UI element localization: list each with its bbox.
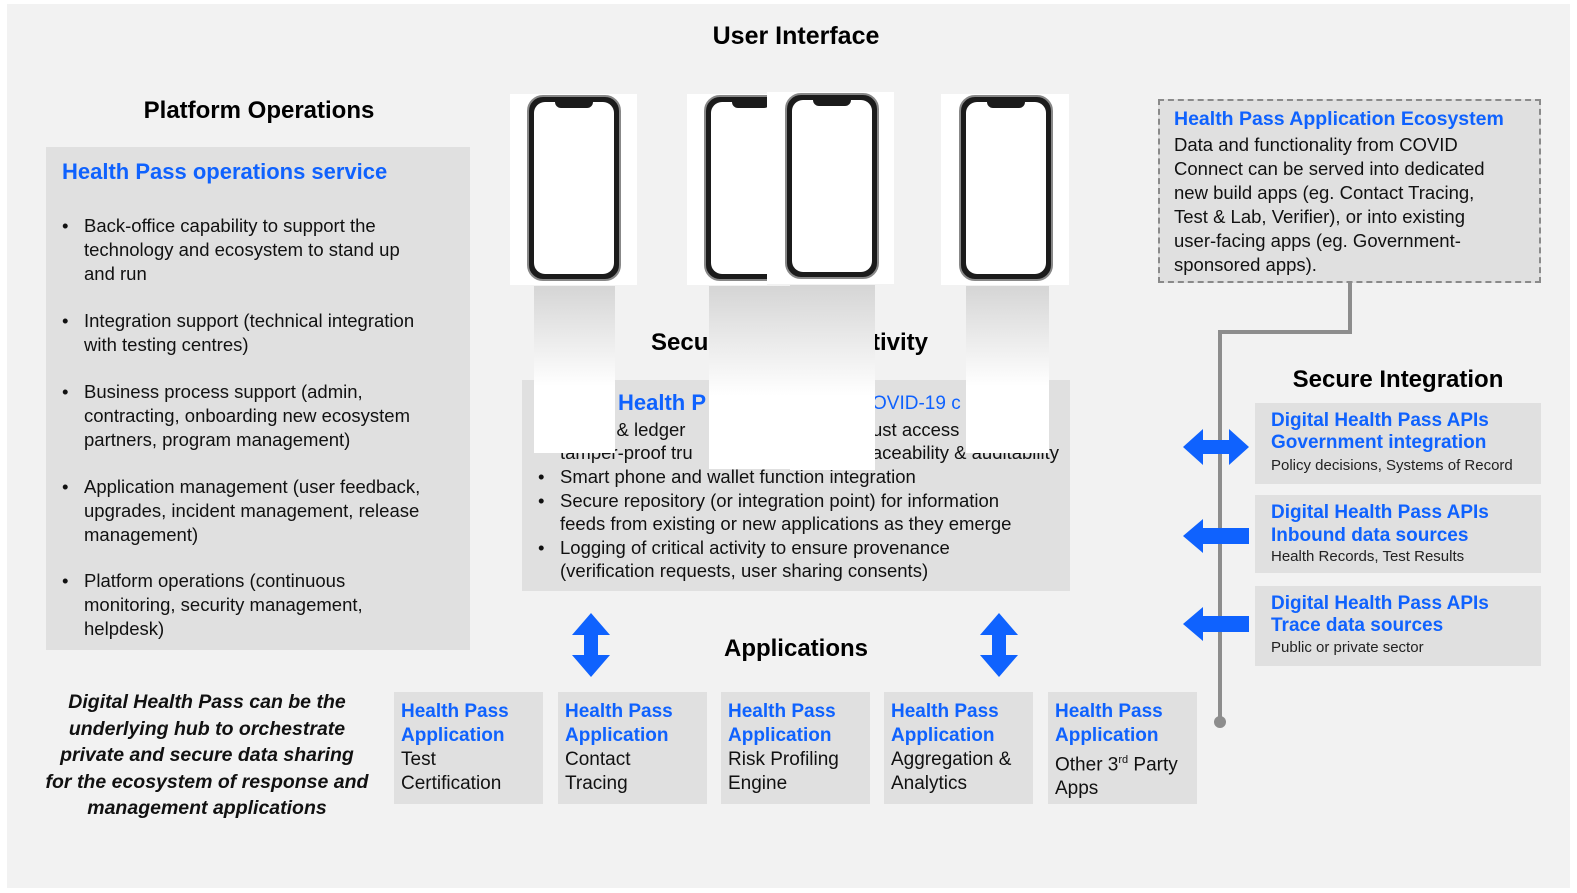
integration-connector — [1214, 283, 1352, 728]
integration-box: Digital Health Pass APIs Trace data sour… — [1255, 586, 1541, 666]
phone-reflection — [534, 286, 615, 453]
ecosystem-title: Health Pass Application Ecosystem — [1174, 108, 1504, 130]
phone-reflection — [790, 285, 875, 470]
operations-item: Back-office capability to support thetec… — [46, 214, 470, 309]
application-box: Health Pass Application Aggregation & An… — [884, 692, 1033, 804]
connectivity-box-title-right: OVID-19 c — [872, 393, 961, 414]
operations-service-title: Health Pass operations service — [62, 159, 388, 184]
secure-connectivity-heading-left: Secu — [651, 329, 709, 356]
arrow-left-icon — [1183, 519, 1249, 553]
integration-box: Digital Health Pass APIs Inbound data so… — [1255, 495, 1541, 573]
operations-item: Application management (user feedback,up… — [46, 475, 470, 569]
operations-item: Platform operations (continuousmonitorin… — [46, 569, 470, 641]
double-arrow-vertical-icon — [980, 613, 1018, 677]
application-box: Health Pass Application Contact Tracing — [558, 692, 707, 804]
connectivity-item: Logging of critical activity to ensure p… — [522, 536, 1070, 583]
connectivity-item: Smart phone and wallet function integrat… — [522, 465, 1070, 489]
secure-integration-heading: Secure Integration — [1292, 366, 1504, 393]
double-arrow-vertical-icon — [572, 613, 610, 677]
operations-item: Business process support (admin,contract… — [46, 380, 470, 475]
secure-connectivity-heading-right: tivity — [872, 329, 929, 356]
double-arrow-horizontal-icon — [1183, 429, 1249, 465]
diagram-title: User Interface — [712, 22, 880, 50]
application-box: Health Pass Application Other 3rd Party … — [1048, 692, 1197, 804]
operations-item: Integration support (technical integrati… — [46, 309, 470, 380]
phone-icon — [785, 93, 879, 279]
connectivity-list: Smart phone and wallet function integrat… — [522, 465, 1070, 583]
connectivity-line-fragment: ust access — [872, 419, 960, 440]
connectivity-line-fragment: ty & ledger — [597, 419, 686, 440]
ecosystem-callout: Health Pass Application Ecosystem Data a… — [1158, 99, 1541, 283]
platform-operations-panel: Health Pass operations service Back-offi… — [46, 147, 470, 650]
application-box: Health Pass Application Test Certificati… — [394, 692, 543, 804]
arrow-left-icon — [1183, 607, 1249, 641]
operations-list: Back-office capability to support thetec… — [46, 214, 470, 641]
connectivity-box-title-left: Health P — [618, 390, 707, 415]
hub-statement: Digital Health Pass can be the underlyin… — [45, 691, 369, 819]
phone-reflection — [709, 286, 790, 469]
phone-icon — [959, 95, 1053, 281]
connectivity-item: Secure repository (or integration point)… — [522, 489, 1070, 536]
phone-icon — [527, 95, 621, 281]
phone-reflection — [966, 286, 1049, 453]
application-box: Health Pass Application Risk Profiling E… — [721, 692, 870, 804]
ecosystem-description: Data and functionality from COVID Connec… — [1174, 134, 1485, 275]
integration-box: Digital Health Pass APIs Government inte… — [1255, 403, 1541, 484]
applications-heading: Applications — [723, 635, 868, 662]
platform-operations-heading: Platform Operations — [143, 97, 375, 124]
